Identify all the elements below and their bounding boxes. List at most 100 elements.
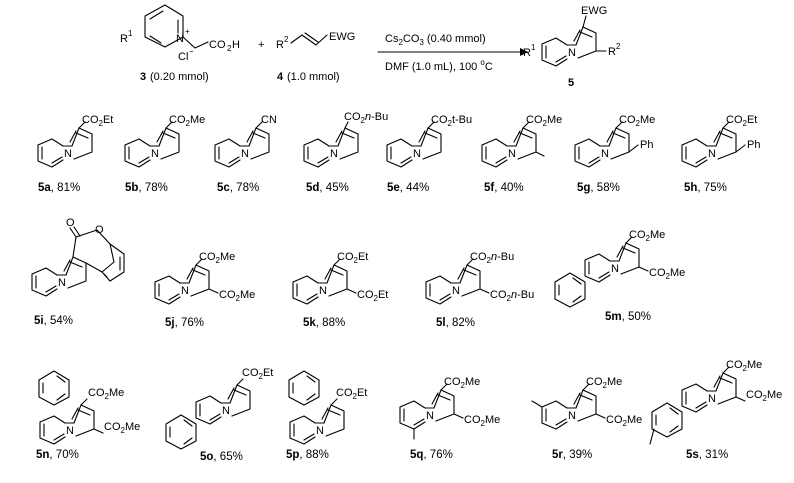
svg-text:CO2Me: CO2Me (199, 251, 235, 265)
solvent-condition: DMF (1.0 mL), 100 oC (385, 58, 493, 73)
svg-text:Ph: Ph (640, 139, 653, 151)
r1-label: R (120, 33, 128, 45)
plus-sign: + (258, 39, 264, 51)
svg-text:2: 2 (284, 35, 289, 44)
svg-text:N: N (568, 47, 576, 59)
svg-text:N: N (58, 277, 66, 289)
reactant2-id: 4 (277, 71, 284, 83)
label-5m: 5m, 50% (605, 311, 651, 323)
label-5s: 5s, 31% (686, 449, 728, 461)
compound-5s: CO2Me CO2Me N 5s, 31% (649, 359, 782, 461)
reactant2-amount: (1.0 mmol) (287, 71, 340, 83)
svg-text:N: N (601, 148, 609, 160)
svg-text:CO2Me: CO2Me (88, 387, 124, 401)
svg-text:CO2Me: CO2Me (526, 114, 562, 128)
label-5r: 5r, 39% (552, 449, 592, 461)
svg-text:CO2n-Bu: CO2n-Bu (490, 289, 534, 303)
label-5j: 5j, 76% (165, 317, 204, 329)
label-5p: 5p, 88% (286, 449, 329, 461)
reactant-pyridinium-salt: R 1 N + CO 2 H Cl − 3 (0.20 mmol) (120, 4, 240, 83)
compound-5r: CO2Me CO2Me N 5r, 39% (531, 376, 642, 461)
label-5h: 5h, 75% (684, 182, 727, 194)
svg-text:CO2Me: CO2Me (104, 421, 140, 435)
svg-text:N: N (319, 285, 327, 297)
svg-text:Ph: Ph (747, 139, 760, 151)
svg-text:R: R (523, 47, 531, 59)
chloride-counterion: Cl (178, 51, 188, 63)
label-5f: 5f, 40% (484, 182, 524, 194)
compound-5k: CO2Et CO2Et N 5k, 88% (292, 251, 388, 329)
ewg-label: EWG (329, 31, 355, 43)
svg-text:1: 1 (128, 29, 133, 38)
compound-5c: CN N 5c, 78% (214, 114, 277, 194)
svg-text:2: 2 (227, 44, 232, 53)
label-5k: 5k, 88% (303, 317, 345, 329)
svg-text:N: N (611, 263, 619, 275)
svg-text:N: N (316, 425, 324, 437)
compound-5p: CO2Et N 5p, 88% (286, 370, 367, 461)
svg-text:N: N (413, 148, 421, 160)
compound-5f: CO2Me N 5f, 40% (481, 114, 562, 194)
svg-text:N: N (568, 410, 576, 422)
svg-text:N: N (64, 148, 72, 160)
nitrogen-cation: N (176, 33, 184, 45)
base-condition: Cs2CO3 (0.40 mmol) (385, 33, 486, 47)
label-5g: 5g, 58% (577, 182, 620, 194)
svg-text:CO2Me: CO2Me (619, 114, 655, 128)
svg-text:CO2n-Bu: CO2n-Bu (344, 111, 388, 125)
svg-text:CN: CN (261, 114, 277, 126)
svg-text:EWG: EWG (581, 5, 607, 17)
svg-text:CO2Et: CO2Et (242, 367, 273, 381)
svg-text:2: 2 (616, 42, 621, 51)
label-5a: 5a, 81% (38, 182, 80, 194)
svg-text:N: N (708, 393, 716, 405)
svg-text:CO2Me: CO2Me (629, 229, 665, 243)
svg-text:CO2Et: CO2Et (337, 251, 368, 265)
svg-text:N: N (708, 148, 716, 160)
reaction-arrow: Cs2CO3 (0.40 mmol) DMF (1.0 mL), 100 oC (377, 33, 528, 73)
svg-text:N: N (66, 425, 74, 437)
label-5c: 5c, 78% (217, 182, 259, 194)
svg-text:CO2n-Bu: CO2n-Bu (470, 251, 514, 265)
svg-text:CO2Et: CO2Et (726, 114, 757, 128)
svg-text:CO2Et: CO2Et (82, 114, 113, 128)
product-general: R 1 N EWG R 2 5 (523, 5, 621, 89)
label-5d: 5d, 45% (306, 182, 349, 194)
reactant1-id: 3 (140, 71, 146, 83)
svg-text:N: N (241, 148, 249, 160)
svg-text:R: R (608, 46, 616, 58)
reactant-alkene: R 2 EWG 4 (1.0 mmol) (276, 31, 355, 83)
svg-text:N: N (426, 410, 434, 422)
svg-text:+: + (185, 27, 190, 36)
label-5l: 5l, 82% (436, 317, 475, 329)
product-id: 5 (568, 77, 574, 89)
svg-text:CO2Me: CO2Me (219, 289, 255, 303)
svg-text:N: N (151, 148, 159, 160)
svg-text:CO: CO (209, 39, 226, 51)
label-5i: 5i, 54% (34, 315, 73, 327)
svg-text:CO2Et: CO2Et (336, 387, 367, 401)
svg-text:1: 1 (531, 43, 536, 52)
compound-5i: O O N 5i, 54% (31, 217, 125, 327)
svg-text:O: O (95, 224, 104, 236)
compound-5a: CO2Et N 5a, 81% (37, 114, 113, 194)
compound-5j: CO2Me CO2Me N 5j, 76% (154, 251, 255, 329)
compound-5d: CO2n-Bu N 5d, 45% (303, 111, 388, 194)
compound-5g: CO2Me Ph N 5g, 58% (574, 114, 655, 194)
svg-text:N: N (222, 405, 230, 417)
label-5o: 5o, 65% (200, 451, 243, 463)
label-5e: 5e, 44% (387, 182, 429, 194)
compound-5b: CO2Me N 5b, 78% (124, 114, 205, 194)
compound-5q: CO2Me CO2Me N 5q, 76% (399, 376, 500, 461)
compound-5h: CO2Et Ph N 5h, 75% (681, 114, 760, 194)
svg-text:CO2Me: CO2Me (726, 359, 762, 373)
svg-text:O: O (66, 217, 75, 229)
svg-text:N: N (330, 148, 338, 160)
compound-5n: CO2Me CO2Me N 5n, 70% (36, 370, 140, 461)
svg-text:CO2Me: CO2Me (169, 114, 205, 128)
svg-text:CO2Me: CO2Me (746, 389, 782, 403)
compound-5e: CO2t-Bu N 5e, 44% (386, 114, 472, 194)
reactant1-amount: (0.20 mmol) (150, 71, 209, 83)
svg-text:CO2Me: CO2Me (586, 376, 622, 390)
